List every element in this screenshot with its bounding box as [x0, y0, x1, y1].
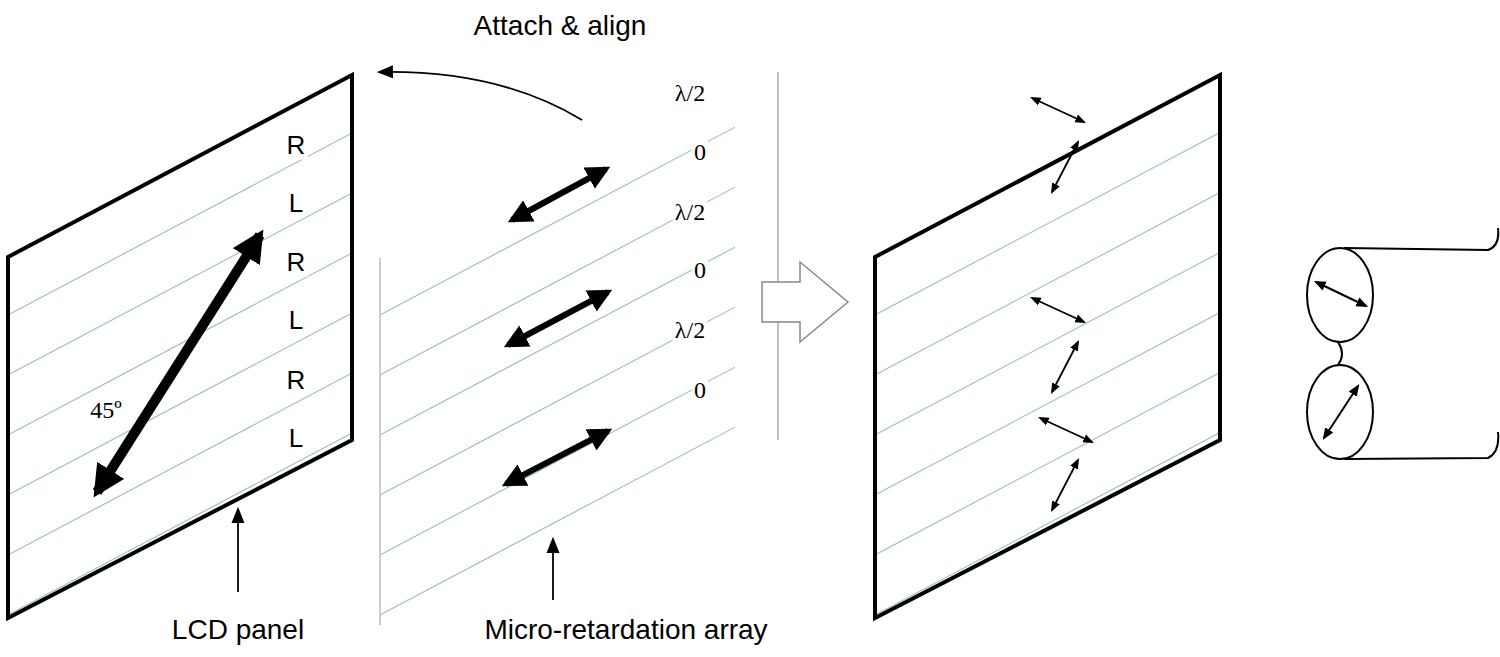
- retardation-value: λ/2: [673, 317, 707, 343]
- divider-line: [777, 72, 779, 440]
- retardation-value: 0: [692, 257, 708, 283]
- angle-label: 45º: [88, 397, 123, 423]
- annotation: Attach & align: [472, 11, 649, 42]
- retarder-edge: [379, 258, 381, 625]
- retardation-value: λ/2: [673, 199, 707, 225]
- eye-label: L: [287, 189, 305, 218]
- part-name: LCD panel: [170, 615, 306, 646]
- result-arrow: [762, 262, 848, 342]
- attach-arrow: [380, 72, 582, 120]
- eye-label: L: [287, 424, 305, 453]
- retardation-value: λ/2: [673, 80, 707, 106]
- polarized-glasses: [1307, 228, 1498, 459]
- eye-label: R: [285, 131, 308, 160]
- output-polarization: [1032, 98, 1092, 510]
- leader-arrow: [552, 540, 554, 600]
- retarder-lines: [380, 0, 735, 657]
- eye-label: R: [285, 248, 308, 277]
- retardation-value: 0: [692, 139, 708, 165]
- lcd-panel: [8, 75, 352, 618]
- eye-label: R: [285, 366, 308, 395]
- panel-lines: [875, 0, 1220, 657]
- polarization-arrows: [506, 169, 608, 484]
- panel-lines: [8, 0, 352, 657]
- retardation-value: 0: [692, 377, 708, 403]
- leader-arrow: [237, 510, 239, 592]
- result-panel: [875, 75, 1220, 618]
- polarization-arrow: [97, 235, 260, 492]
- eye-label: L: [287, 306, 305, 335]
- part-name: Micro-retardation array: [482, 615, 769, 646]
